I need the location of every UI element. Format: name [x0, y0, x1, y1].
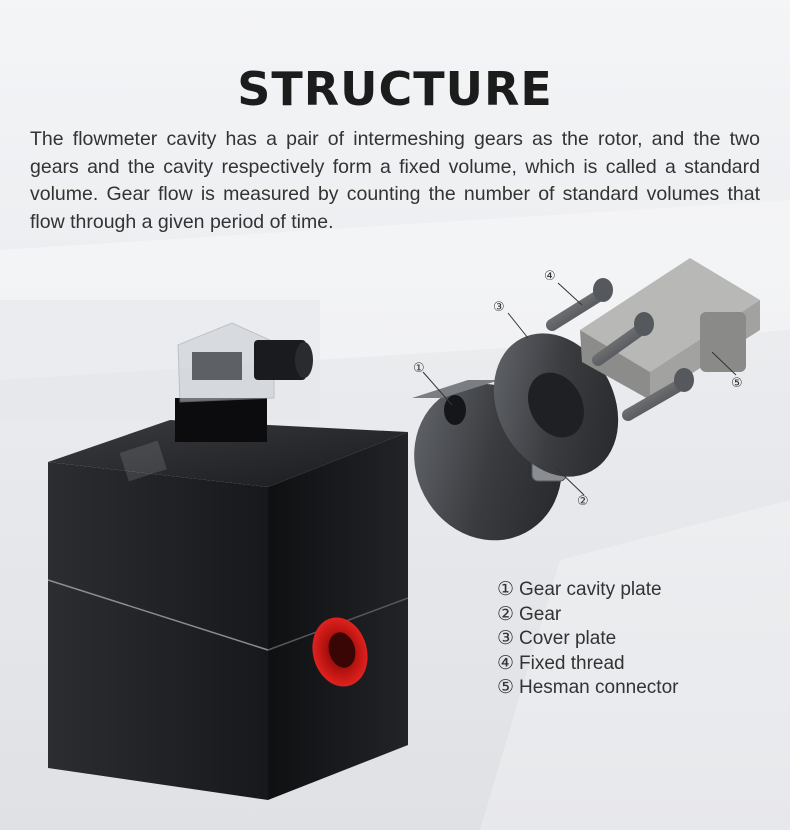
top-connector: [175, 322, 313, 442]
flowmeter-body: [47, 420, 409, 800]
callout-labels: ① ② ③ ④ ⑤: [413, 269, 743, 509]
page-title: STRUCTURE: [237, 62, 553, 116]
callout-lines: [422, 282, 737, 496]
red-port: [312, 617, 368, 687]
callout-5: ⑤: [731, 376, 743, 391]
fixed-thread-bolts: [546, 278, 694, 421]
callout-2: ②: [577, 494, 589, 509]
callout-1: ①: [413, 361, 425, 376]
callout-3: ③: [493, 300, 505, 315]
description-text: The flowmeter cavity has a pair of inter…: [30, 128, 760, 233]
callout-4: ④: [544, 269, 556, 284]
cover-plate: [493, 333, 619, 477]
